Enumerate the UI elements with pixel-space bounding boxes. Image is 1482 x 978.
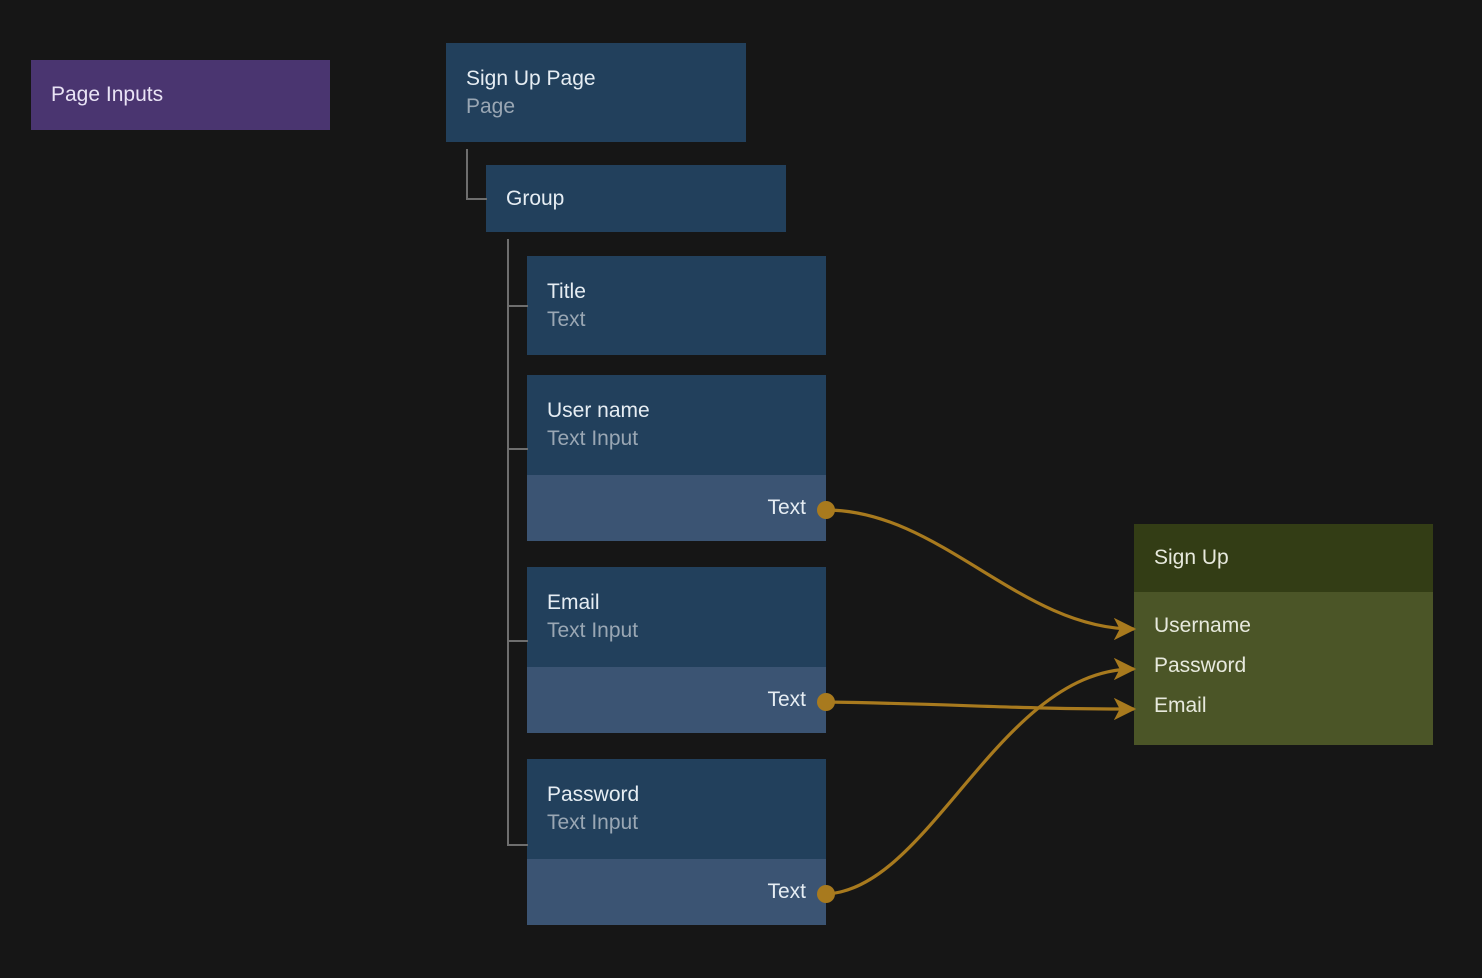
- node-email-subtitle: Text Input: [547, 619, 639, 642]
- node-password-port-label: Text: [767, 880, 806, 903]
- node-password-output-port[interactable]: Text: [527, 859, 826, 925]
- signup-input-row-password[interactable]: Password: [1134, 646, 1433, 686]
- node-sign-up-page-header: Sign Up Page Page: [446, 43, 746, 142]
- signup-input-label-password: Password: [1154, 654, 1247, 677]
- page-inputs-legend[interactable]: Page Inputs: [31, 60, 330, 130]
- node-password[interactable]: Password Text Input Text: [527, 759, 826, 925]
- node-password-subtitle: Text Input: [547, 811, 639, 834]
- node-sign-up-output-header: Sign Up: [1134, 524, 1433, 592]
- edge-username: [825, 508, 1137, 641]
- node-sign-up-page-title: Sign Up Page: [466, 67, 596, 90]
- node-user-name-subtitle: Text Input: [547, 427, 639, 450]
- node-email[interactable]: Email Text Input Text: [527, 567, 826, 733]
- node-email-port-label: Text: [767, 688, 806, 711]
- node-user-name-header: User name Text Input: [527, 375, 826, 475]
- node-title-text-header: Title Text: [527, 256, 826, 355]
- node-group[interactable]: Group: [486, 165, 786, 232]
- page-inputs-legend-label: Page Inputs: [51, 83, 164, 106]
- node-sign-up-output-body: Username Password Email: [1134, 592, 1433, 745]
- node-user-name-title: User name: [547, 399, 650, 422]
- signup-input-label-email: Email: [1154, 694, 1207, 717]
- node-title-text-title: Title: [547, 280, 586, 303]
- node-email-title: Email: [547, 591, 600, 614]
- node-sign-up-page[interactable]: Sign Up Page Page: [446, 43, 746, 142]
- signup-input-label-username: Username: [1154, 614, 1251, 637]
- node-user-name-output-port[interactable]: Text: [527, 475, 826, 541]
- node-sign-up-page-subtitle: Page: [466, 95, 516, 118]
- node-email-header: Email Text Input: [527, 567, 826, 667]
- node-group-title: Group: [506, 186, 565, 210]
- node-group-header: Group: [486, 165, 786, 232]
- signup-input-row-username[interactable]: Username: [1134, 606, 1433, 646]
- edge-password: [825, 657, 1137, 896]
- node-user-name-port-label: Text: [767, 496, 806, 519]
- node-password-header: Password Text Input: [527, 759, 826, 859]
- node-sign-up-output[interactable]: Sign Up Username Password Email: [1134, 524, 1433, 745]
- signup-input-row-email[interactable]: Email: [1134, 686, 1433, 726]
- node-sign-up-output-title: Sign Up: [1154, 546, 1229, 569]
- node-title-text-subtitle: Text: [547, 308, 586, 331]
- edge-email: [825, 697, 1137, 721]
- node-password-title: Password: [547, 783, 640, 806]
- node-email-output-port[interactable]: Text: [527, 667, 826, 733]
- node-user-name[interactable]: User name Text Input Text: [527, 375, 826, 541]
- node-title-text[interactable]: Title Text: [527, 256, 826, 355]
